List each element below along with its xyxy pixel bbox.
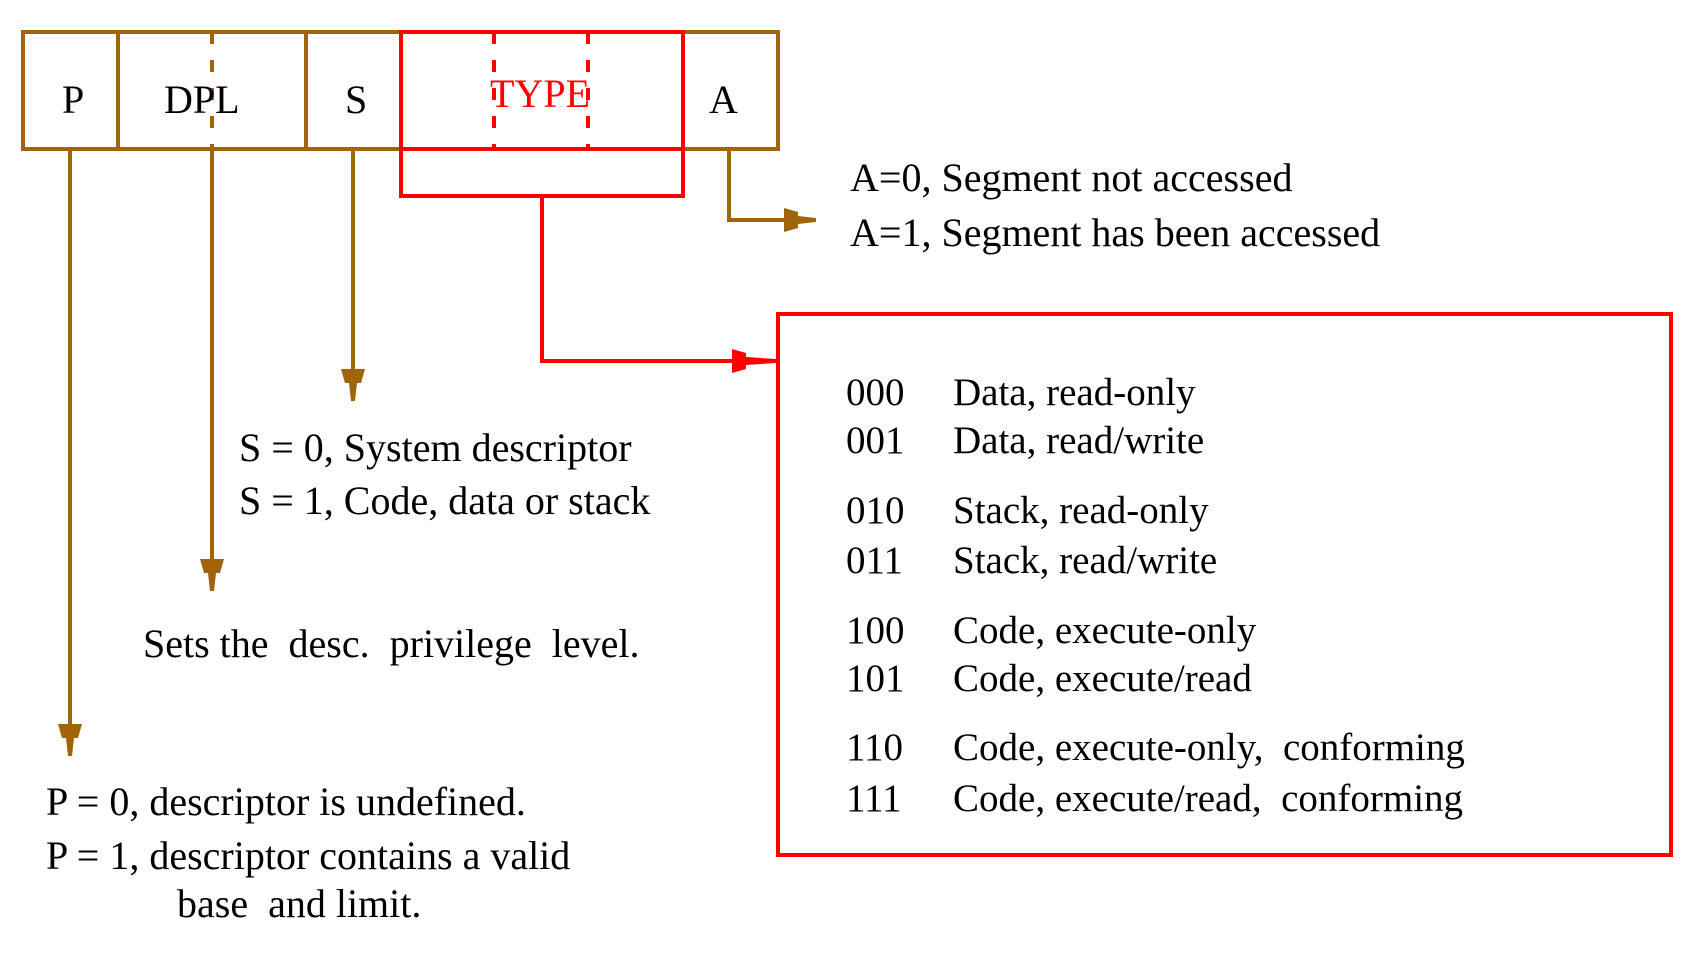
a-arrow-line bbox=[727, 149, 795, 222]
field-label-type: TYPE bbox=[490, 71, 590, 116]
type-row: 010 Stack, read-only bbox=[846, 488, 1209, 533]
type-desc: Data, read-only bbox=[953, 371, 1196, 414]
type-desc: Data, read/write bbox=[953, 419, 1205, 462]
type-code: 110 bbox=[846, 726, 904, 769]
s-annotation-1: S = 1, Code, data or stack bbox=[239, 478, 651, 523]
type-code: 010 bbox=[846, 489, 905, 532]
type-code: 100 bbox=[846, 609, 905, 652]
type-arrowhead bbox=[732, 349, 776, 373]
type-desc: Code, execute/read, conforming bbox=[953, 777, 1464, 820]
type-desc: Code, execute/read bbox=[953, 657, 1252, 700]
dpl-annotation: Sets the desc. privilege level. bbox=[143, 621, 640, 666]
type-row: 111 Code, execute/read, conforming bbox=[846, 776, 1463, 821]
type-code: 101 bbox=[846, 657, 905, 700]
p-annotation-2: base and limit. bbox=[177, 881, 422, 926]
field-label-s: S bbox=[345, 77, 368, 122]
brown-arrows bbox=[58, 149, 816, 756]
field-label-dpl: DPL bbox=[164, 77, 240, 122]
a-annotation-1: A=1, Segment has been accessed bbox=[850, 210, 1381, 255]
s-annotation-0: S = 0, System descriptor bbox=[239, 425, 632, 470]
type-row: 011 Stack, read/write bbox=[846, 538, 1217, 583]
type-desc: Stack, read-only bbox=[953, 489, 1209, 532]
type-desc: Stack, read/write bbox=[953, 539, 1218, 582]
field-label-a: A bbox=[709, 77, 738, 122]
a-annotation-0: A=0, Segment not accessed bbox=[850, 155, 1293, 200]
a-arrowhead bbox=[784, 208, 816, 232]
p-annotation-0: P = 0, descriptor is undefined. bbox=[46, 779, 526, 824]
s-arrowhead bbox=[341, 369, 365, 401]
type-row: 100 Code, execute-only bbox=[846, 608, 1256, 653]
dpl-arrowhead bbox=[200, 559, 224, 591]
type-row: 110 Code, execute-only, conforming bbox=[846, 725, 1465, 770]
type-field-extension bbox=[399, 147, 685, 198]
type-field-box bbox=[399, 30, 1673, 857]
type-desc: Code, execute-only bbox=[953, 609, 1257, 652]
type-row: 101 Code, execute/read bbox=[846, 656, 1252, 701]
p-annotation-1: P = 1, descriptor contains a valid bbox=[46, 833, 571, 878]
type-desc: Code, execute-only, conforming bbox=[953, 726, 1465, 769]
type-row: 001 Data, read/write bbox=[846, 418, 1204, 463]
type-row: 000 Data, read-only bbox=[846, 370, 1196, 415]
field-label-p: P bbox=[62, 77, 85, 122]
type-code: 111 bbox=[846, 777, 902, 820]
p-arrowhead bbox=[58, 724, 82, 756]
type-code: 000 bbox=[846, 371, 905, 414]
type-table-box bbox=[776, 312, 1673, 857]
type-arrow-line bbox=[540, 196, 752, 363]
type-code: 001 bbox=[846, 419, 905, 462]
type-code: 011 bbox=[846, 539, 904, 582]
